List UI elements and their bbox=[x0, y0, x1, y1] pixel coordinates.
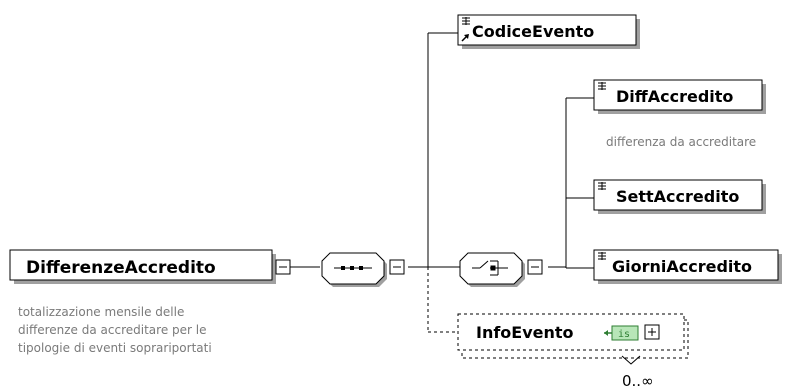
choice-icon bbox=[472, 260, 508, 276]
info-evento-name: InfoEvento bbox=[476, 323, 574, 342]
giorni-accredito-name: GiorniAccredito bbox=[612, 257, 752, 276]
root-documentation: totalizzazione mensile delle differenze … bbox=[18, 305, 212, 355]
connector-lines bbox=[290, 32, 594, 269]
element-details-icon bbox=[598, 182, 606, 190]
root-doc-line-1: totalizzazione mensile delle bbox=[18, 305, 184, 319]
root-doc-line-2: differenze da accreditare per le bbox=[18, 323, 206, 337]
element-sett-accredito[interactable]: SettAccredito bbox=[593, 179, 766, 214]
reference-arrow-icon bbox=[461, 34, 469, 42]
optional-connector bbox=[427, 267, 458, 333]
element-codice-evento[interactable]: CodiceEvento bbox=[457, 14, 640, 49]
codice-evento-name: CodiceEvento bbox=[472, 22, 594, 41]
collapse-choice-icon[interactable] bbox=[527, 259, 543, 275]
element-details-icon bbox=[598, 82, 606, 90]
info-evento-occurrence: 0..∞ bbox=[622, 372, 654, 390]
type-badge-label: is bbox=[618, 329, 630, 340]
sequence-compositor[interactable] bbox=[321, 252, 387, 287]
root-element-name: DifferenzeAccredito bbox=[26, 258, 216, 278]
collapse-root-icon[interactable] bbox=[275, 259, 291, 275]
occurrence-bracket-icon bbox=[621, 355, 641, 365]
diff-accredito-documentation: differenza da accreditare bbox=[606, 135, 756, 149]
sequence-icon bbox=[334, 266, 372, 270]
collapse-sequence-icon[interactable] bbox=[389, 259, 405, 275]
root-doc-line-3: tipologie di eventi soprariportati bbox=[18, 341, 212, 355]
root-element[interactable]: DifferenzeAccredito bbox=[9, 249, 276, 284]
sett-accredito-name: SettAccredito bbox=[616, 187, 739, 206]
element-diff-accredito[interactable]: DiffAccredito bbox=[593, 79, 766, 114]
type-badge-icon: is bbox=[604, 325, 639, 341]
expand-info-evento-icon[interactable] bbox=[644, 324, 660, 340]
choice-compositor[interactable] bbox=[459, 252, 525, 287]
element-details-icon bbox=[598, 252, 606, 260]
element-details-icon bbox=[462, 17, 470, 25]
element-giorni-accredito[interactable]: GiorniAccredito bbox=[593, 249, 782, 284]
diff-accredito-name: DiffAccredito bbox=[616, 87, 733, 106]
